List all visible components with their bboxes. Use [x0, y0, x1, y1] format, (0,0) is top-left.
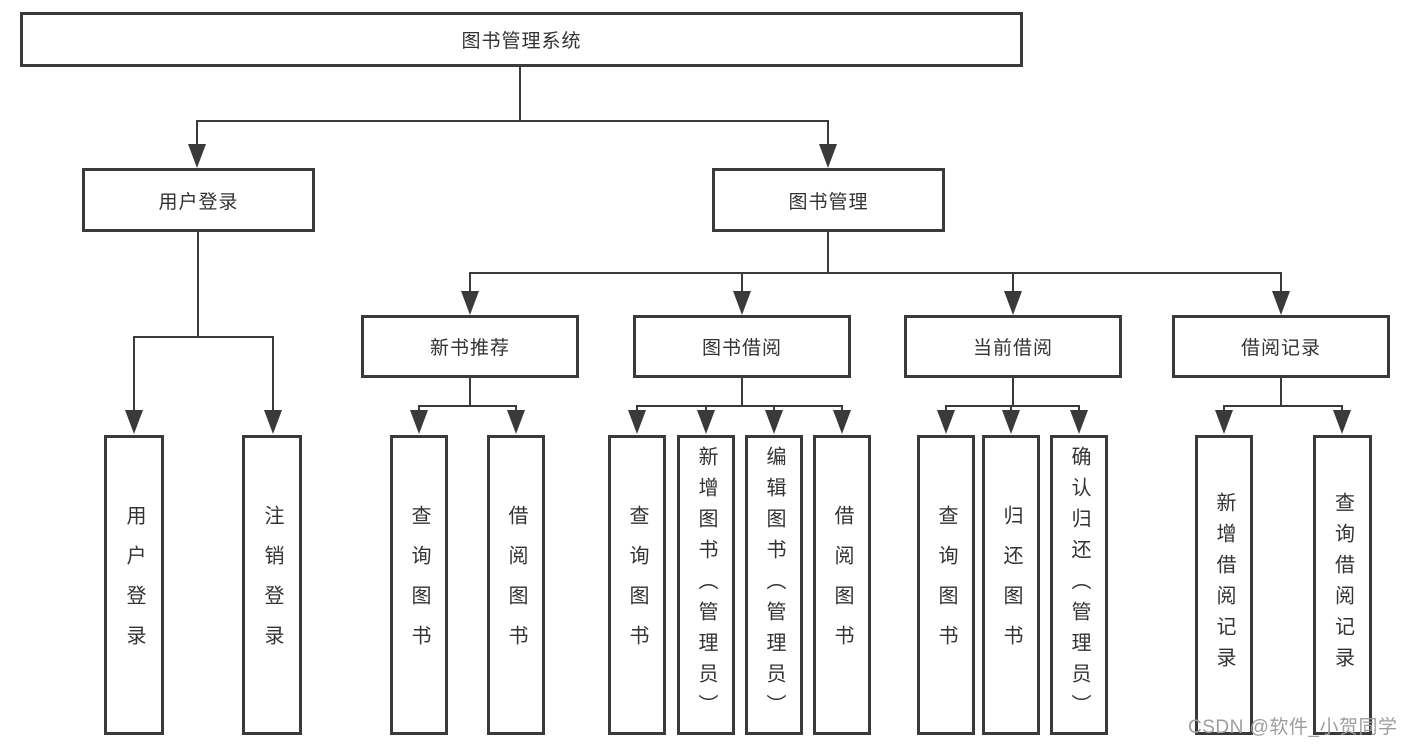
leaf-label: 用户登录 [123, 505, 145, 665]
leaf-label: 查询图书 [408, 505, 430, 665]
connector-leaf-drop [1010, 405, 1012, 413]
node-label: 图书管理 [788, 191, 869, 213]
arrow-leaf-query-book-current [937, 410, 955, 434]
connector-book-mgmt-drop [827, 120, 829, 146]
leaf-label: 新增借阅记录 [1213, 492, 1235, 678]
connector-leaf-drop [773, 405, 775, 413]
leaf-label: 借阅图书 [505, 505, 527, 665]
connector-level3-drop [469, 272, 471, 293]
node-current-borrow: 当前借阅 [904, 315, 1122, 378]
leaf-label: 查询图书 [935, 505, 957, 665]
connector-recommend-rail [418, 405, 517, 407]
connector-user-login-stem [197, 232, 199, 338]
leaf-return-book: 归还图书 [982, 435, 1040, 735]
node-user-login: 用户登录 [82, 168, 315, 232]
connector-current-borrow-stem [1012, 378, 1014, 407]
connector-user-login-drop [196, 120, 198, 146]
connector-book-borrow-rail [636, 405, 843, 407]
connector-leaf-drop [1078, 405, 1080, 413]
leaf-confirm-return-admin: 确认归还（管理员） [1050, 435, 1108, 735]
leaf-label: 确认归还（管理员） [1068, 445, 1090, 725]
connector-level3-drop [1280, 272, 1282, 293]
leaf-user-login: 用户登录 [104, 435, 164, 735]
connector-level2-rail [196, 120, 829, 122]
connector-leaf-drop [1341, 405, 1343, 413]
arrow-leaf-edit-book [765, 410, 783, 434]
connector-borrow-record-rail [1223, 405, 1343, 407]
leaf-add-book-admin: 新增图书（管理员） [677, 435, 735, 735]
arrow-current-borrow [1004, 291, 1022, 315]
node-label: 图书管理系统 [461, 31, 582, 52]
arrow-leaf-query-book-borrow [628, 410, 646, 434]
node-borrow-record: 借阅记录 [1172, 315, 1390, 378]
connector-borrow-record-stem [1280, 378, 1282, 407]
connector-leaf-drop [945, 405, 947, 413]
node-book-management: 图书管理 [712, 168, 945, 232]
leaf-label: 查询借阅记录 [1331, 492, 1354, 678]
arrow-leaf-add-borrow-record [1215, 410, 1233, 434]
arrow-user-login [188, 144, 206, 168]
node-label: 当前借阅 [972, 338, 1053, 359]
connector-leaf-drop [841, 405, 843, 413]
connector-leaf-drop [272, 336, 274, 412]
connector-recommend-stem [469, 378, 471, 407]
node-label: 用户登录 [158, 191, 239, 213]
leaf-edit-book-admin: 编辑图书（管理员） [745, 435, 803, 735]
node-library-system: 图书管理系统 [20, 12, 1023, 67]
arrow-leaf-add-book [697, 410, 715, 434]
arrow-leaf-borrow-book-recommend [507, 410, 525, 434]
arrow-new-book-recommend [461, 291, 479, 315]
node-new-book-recommend: 新书推荐 [361, 315, 579, 378]
node-label: 借阅记录 [1240, 338, 1321, 359]
leaf-label: 借阅图书 [831, 505, 853, 665]
leaf-query-book-recommend: 查询图书 [390, 435, 448, 735]
connector-current-borrow-rail [945, 405, 1080, 407]
leaf-borrow-book-recommend: 借阅图书 [487, 435, 545, 735]
leaf-label: 归还图书 [1000, 505, 1022, 665]
node-label: 图书借阅 [701, 338, 782, 359]
node-book-borrow: 图书借阅 [633, 315, 851, 378]
leaf-borrow-book-borrow: 借阅图书 [813, 435, 871, 735]
arrow-leaf-query-borrow-record [1333, 410, 1351, 434]
leaf-query-book-borrow: 查询图书 [608, 435, 666, 735]
connector-book-borrow-stem [741, 378, 743, 407]
leaf-label: 编辑图书（管理员） [763, 445, 785, 725]
connector-user-login-rail [133, 336, 274, 338]
leaf-add-borrow-record: 新增借阅记录 [1195, 435, 1253, 735]
arrow-leaf-return-book [1002, 410, 1020, 434]
connector-level3-drop [741, 272, 743, 293]
connector-level3-rail [469, 272, 1282, 274]
arrow-leaf-user-login [125, 410, 143, 434]
connector-root-drop [519, 67, 521, 122]
leaf-query-borrow-record: 查询借阅记录 [1313, 435, 1372, 735]
connector-leaf-drop [133, 336, 135, 412]
arrow-leaf-query-book-recommend [410, 410, 428, 434]
connector-book-mgmt-stem [827, 232, 829, 274]
connector-leaf-drop [515, 405, 517, 413]
leaf-label: 新增图书（管理员） [695, 445, 717, 725]
arrow-leaf-borrow-book [833, 410, 851, 434]
arrow-leaf-confirm-return [1070, 410, 1088, 434]
arrow-book-borrow [733, 291, 751, 315]
leaf-label: 查询图书 [626, 505, 648, 665]
connector-leaf-drop [705, 405, 707, 413]
leaf-label: 注销登录 [261, 505, 283, 665]
connector-leaf-drop [636, 405, 638, 413]
node-label: 新书推荐 [429, 338, 510, 359]
arrow-leaf-logout [264, 410, 282, 434]
csdn-watermark: CSDN @软件_小贺同学 [1188, 717, 1398, 738]
leaf-logout: 注销登录 [242, 435, 302, 735]
leaf-query-book-current: 查询图书 [917, 435, 975, 735]
connector-level3-drop [1012, 272, 1014, 293]
connector-leaf-drop [1223, 405, 1225, 413]
arrow-borrow-record [1272, 291, 1290, 315]
arrow-book-mgmt [819, 144, 837, 168]
connector-leaf-drop [418, 405, 420, 413]
